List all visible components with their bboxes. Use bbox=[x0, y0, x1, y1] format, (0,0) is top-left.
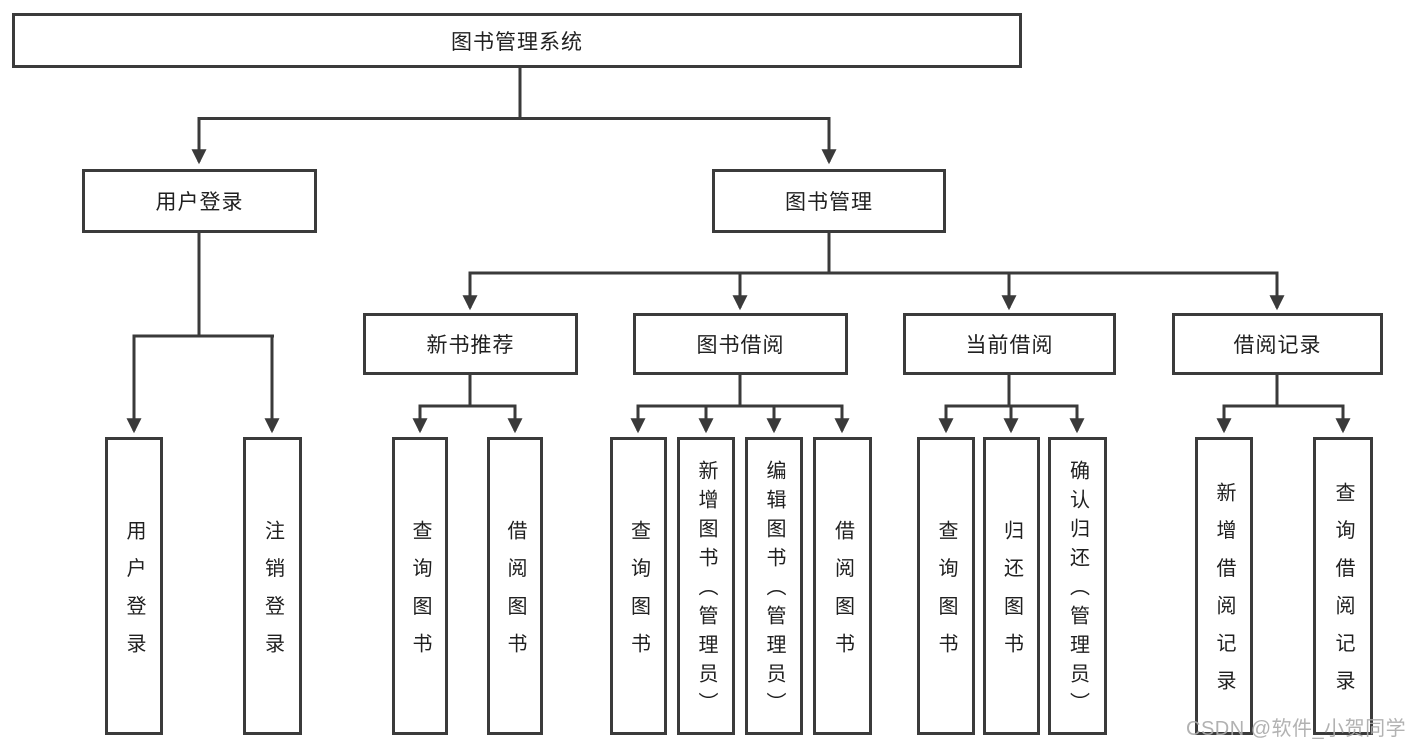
node-label: 归还图书 bbox=[1000, 519, 1023, 670]
leaf-logout: 注销登录 bbox=[243, 437, 302, 735]
node-label: 新书推荐 bbox=[426, 334, 515, 357]
leaf-confirm-return-admin: 确认归还（管理员） bbox=[1048, 437, 1107, 735]
node-label: 查询图书 bbox=[935, 519, 957, 670]
leaf-query-books-current: 查询图书 bbox=[917, 437, 975, 735]
leaf-add-borrow-record: 新增借阅记录 bbox=[1195, 437, 1253, 735]
node-label: 图书借阅 bbox=[696, 334, 785, 357]
leaf-edit-book-admin: 编辑图书（管理员） bbox=[745, 437, 803, 735]
node-label: 查询图书 bbox=[409, 519, 431, 670]
node-label: 新增借阅记录 bbox=[1213, 481, 1235, 708]
node-label: 新增图书（管理员） bbox=[695, 460, 717, 721]
node-label: 确认归还（管理员） bbox=[1066, 460, 1089, 721]
leaf-query-books-recommend: 查询图书 bbox=[392, 437, 448, 735]
leaf-add-book-admin: 新增图书（管理员） bbox=[677, 437, 735, 735]
node-label: 当前借阅 bbox=[965, 334, 1054, 357]
leaf-return-book: 归还图书 bbox=[983, 437, 1040, 735]
node-label: 借阅图书 bbox=[831, 519, 854, 670]
csdn-watermark: CSDN @软件_小贺同学 bbox=[1186, 718, 1405, 740]
node-new-book-rec: 新书推荐 bbox=[363, 313, 578, 375]
node-book-borrow: 图书借阅 bbox=[633, 313, 848, 375]
connector-trunks bbox=[132, 68, 1345, 408]
node-label: 编辑图书（管理员） bbox=[763, 460, 785, 721]
node-label: 图书管理系统 bbox=[451, 30, 583, 54]
leaf-login: 用户登录 bbox=[105, 437, 163, 735]
node-label: 查询借阅记录 bbox=[1332, 481, 1354, 708]
node-label: 注销登录 bbox=[261, 519, 284, 670]
leaf-borrow-books: 借阅图书 bbox=[813, 437, 872, 735]
leaf-query-books-borrow: 查询图书 bbox=[610, 437, 667, 735]
node-label: 查询图书 bbox=[627, 519, 650, 670]
node-label: 借阅图书 bbox=[504, 519, 526, 670]
node-book-mgmt: 图书管理 bbox=[712, 169, 946, 233]
node-label: 用户登录 bbox=[155, 191, 244, 214]
node-current-borrow: 当前借阅 bbox=[903, 313, 1116, 375]
node-borrow-record: 借阅记录 bbox=[1172, 313, 1383, 375]
node-label: 图书管理 bbox=[785, 191, 873, 214]
node-root: 图书管理系统 bbox=[12, 13, 1022, 68]
leaf-borrow-books-recommend: 借阅图书 bbox=[487, 437, 543, 735]
leaf-query-borrow-record: 查询借阅记录 bbox=[1313, 437, 1373, 735]
node-label: 用户登录 bbox=[123, 519, 145, 670]
node-label: 借阅记录 bbox=[1233, 334, 1322, 357]
node-user-login: 用户登录 bbox=[82, 169, 317, 233]
